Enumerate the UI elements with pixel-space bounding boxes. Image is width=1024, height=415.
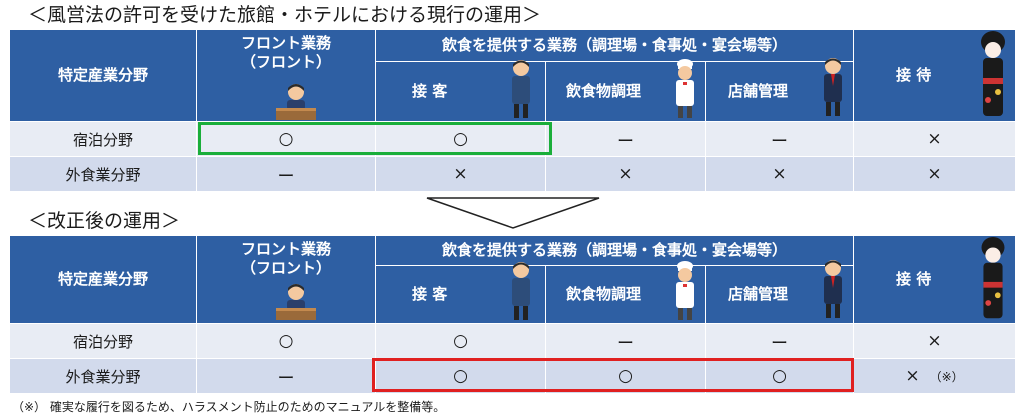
service-cell: × bbox=[376, 157, 546, 192]
revised-highlight-box bbox=[372, 358, 854, 392]
store-manager-illustration bbox=[824, 58, 842, 116]
cooking-mark: ○ bbox=[618, 366, 633, 386]
chef-illustration bbox=[676, 59, 694, 118]
entertain-cell: × bbox=[854, 324, 1016, 359]
store-mark: ー bbox=[771, 131, 788, 152]
store-cell: ー bbox=[706, 122, 854, 157]
revised-section-title: ＜改正後の運用＞ bbox=[28, 210, 181, 232]
current-table: 特定産業分野 フロント業務 （フロント） 飲食を提供する業務（調理場・食事処・宴… bbox=[10, 30, 1016, 192]
store-mark: × bbox=[772, 164, 787, 184]
food-group-header: 飲食を提供する業務（調理場・食事処・宴会場等） bbox=[376, 30, 854, 62]
cooking-header-label: 飲食物調理 bbox=[566, 82, 642, 100]
cooking-mark: × bbox=[618, 164, 633, 184]
row-field-cell: 外食業分野 bbox=[10, 359, 197, 394]
store-mark: ○ bbox=[772, 366, 787, 386]
front-mark: ー bbox=[277, 368, 295, 389]
service-mark: × bbox=[453, 164, 468, 184]
food-group-header: 飲食を提供する業務（調理場・食事処・宴会場等） bbox=[376, 236, 854, 266]
footnote: （※） 確実な履行を図るため、ハラスメント防止のためのマニュアルを整備等。 bbox=[12, 400, 446, 414]
row-field-label: 宿泊分野 bbox=[72, 332, 133, 351]
store-mark: ー bbox=[771, 333, 788, 354]
industry-header: 特定産業分野 bbox=[10, 30, 197, 122]
front-header: フロント業務 （フロント） bbox=[197, 236, 376, 324]
front-desk-staff-illustration bbox=[276, 84, 316, 120]
service-header-label: 接 客 bbox=[412, 285, 448, 303]
row-field-cell: 宿泊分野 bbox=[10, 324, 197, 359]
front-mark: ○ bbox=[278, 129, 294, 149]
cooking-cell: × bbox=[546, 157, 706, 192]
service-staff-illustration bbox=[512, 262, 530, 320]
cooking-mark: ー bbox=[617, 333, 634, 354]
store-cell: × bbox=[706, 157, 854, 192]
service-mark: ○ bbox=[453, 331, 468, 351]
store-header-label: 店舗管理 bbox=[728, 82, 789, 100]
cooking-cell: ○ bbox=[546, 359, 706, 394]
service-mark: ○ bbox=[453, 366, 468, 386]
front-header-line2: （フロント） bbox=[240, 53, 331, 71]
service-header-label: 接 客 bbox=[412, 82, 448, 100]
entertain-mark: × bbox=[927, 164, 942, 184]
service-staff-illustration bbox=[512, 60, 530, 118]
industry-header: 特定産業分野 bbox=[10, 236, 197, 324]
entertain-header-label: 接 待 bbox=[896, 270, 932, 288]
row-field-cell: 宿泊分野 bbox=[10, 122, 197, 157]
entertain-cell: × bbox=[854, 122, 1016, 157]
front-desk-staff-illustration bbox=[276, 284, 316, 320]
entertain-cell: × （※） bbox=[854, 359, 1016, 394]
entertain-mark: × bbox=[905, 366, 920, 386]
current-section-title: ＜風営法の許可を受けた旅館・ホテルにおける現行の運用＞ bbox=[28, 4, 542, 26]
geisha-illustration bbox=[981, 236, 1005, 319]
store-cell: ○ bbox=[706, 359, 854, 394]
cooking-mark: ー bbox=[617, 131, 634, 152]
service-cell: ○ bbox=[376, 324, 546, 359]
cooking-cell: ー bbox=[546, 324, 706, 359]
store-cell: ー bbox=[706, 324, 854, 359]
store-manager-illustration bbox=[824, 260, 842, 318]
current-highlight-box bbox=[198, 122, 552, 155]
front-cell: ○ bbox=[197, 122, 376, 157]
front-header-line2: （フロント） bbox=[240, 259, 331, 277]
front-header-line1: フロント業務 bbox=[240, 34, 331, 52]
chef-illustration bbox=[676, 261, 694, 320]
front-cell: ○ bbox=[197, 324, 376, 359]
service-mark: ○ bbox=[453, 129, 468, 149]
entertain-mark: × bbox=[927, 331, 942, 351]
front-mark: ○ bbox=[278, 331, 294, 351]
row-field-label: 外食業分野 bbox=[65, 367, 141, 386]
row-field-label: 宿泊分野 bbox=[72, 130, 133, 149]
store-header-label: 店舗管理 bbox=[728, 285, 789, 303]
cooking-header-label: 飲食物調理 bbox=[566, 285, 642, 303]
row-field-cell: 外食業分野 bbox=[10, 157, 197, 192]
service-cell: ○ bbox=[376, 122, 546, 157]
row-field-label: 外食業分野 bbox=[65, 165, 141, 184]
front-header-line1: フロント業務 bbox=[240, 240, 331, 258]
front-cell: ー bbox=[197, 359, 376, 394]
entertain-cell: × bbox=[854, 157, 1016, 192]
down-arrow bbox=[426, 197, 600, 229]
front-header: フロント業務 （フロント） bbox=[197, 30, 376, 122]
front-cell: ー bbox=[197, 157, 376, 192]
entertain-header-label: 接 待 bbox=[896, 66, 932, 84]
geisha-illustration bbox=[981, 31, 1005, 116]
service-cell: ○ bbox=[376, 359, 546, 394]
entertain-note-marker: （※） bbox=[929, 369, 964, 384]
cooking-cell: ー bbox=[546, 122, 706, 157]
front-mark: ー bbox=[277, 166, 295, 187]
entertain-mark: × bbox=[927, 129, 942, 149]
